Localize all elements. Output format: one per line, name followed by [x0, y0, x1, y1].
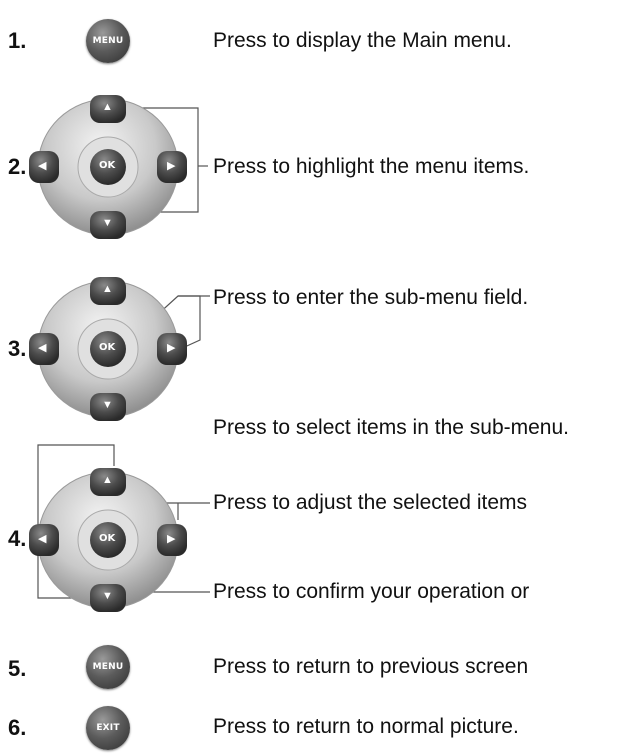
- step-4-adjust-text: Press to adjust the selected items: [213, 491, 527, 514]
- up-arrow-icon[interactable]: ▲: [102, 474, 113, 486]
- step-2-text: Press to highlight the menu items.: [213, 155, 530, 178]
- ok-button[interactable]: OK: [99, 533, 116, 544]
- up-arrow-icon[interactable]: ▲: [102, 101, 113, 113]
- step-6-text: Press to return to normal picture.: [213, 715, 519, 738]
- down-arrow-icon[interactable]: ▼: [102, 590, 113, 602]
- down-arrow-icon[interactable]: ▼: [102, 217, 113, 229]
- dpad-step-4: ▲ ▼ ◀ ▶ OK: [27, 466, 189, 614]
- dpad-step-2: ▲ ▼ ◀ ▶ OK: [27, 93, 189, 241]
- step-1-number: 1.: [8, 28, 27, 53]
- step-6-number: 6.: [8, 715, 27, 740]
- step-2-number: 2.: [8, 154, 27, 179]
- menu-button[interactable]: MENU: [86, 19, 130, 63]
- right-arrow-icon[interactable]: ▶: [167, 160, 176, 172]
- right-arrow-icon[interactable]: ▶: [167, 533, 176, 545]
- left-arrow-icon[interactable]: ◀: [38, 160, 47, 172]
- exit-button[interactable]: EXIT: [86, 706, 130, 750]
- left-arrow-icon[interactable]: ◀: [38, 342, 47, 354]
- step-4-number: 4.: [8, 526, 27, 551]
- step-5-number: 5.: [8, 656, 27, 681]
- step-1-text: Press to display the Main menu.: [213, 29, 512, 52]
- ok-button[interactable]: OK: [99, 160, 116, 171]
- menu-button-return[interactable]: MENU: [86, 645, 130, 689]
- right-arrow-icon[interactable]: ▶: [167, 342, 176, 354]
- dpad-step-3: ▲ ▼ ◀ ▶ OK: [27, 275, 189, 423]
- step-3-text: Press to enter the sub-menu field.: [213, 286, 529, 309]
- ok-button[interactable]: OK: [99, 342, 116, 353]
- down-arrow-icon[interactable]: ▼: [102, 399, 113, 411]
- up-arrow-icon[interactable]: ▲: [102, 283, 113, 295]
- left-arrow-icon[interactable]: ◀: [38, 533, 47, 545]
- step-4-confirm-text: Press to confirm your operation or: [213, 580, 530, 603]
- step-5-text: Press to return to previous screen: [213, 655, 529, 678]
- step-3-number: 3.: [8, 336, 27, 361]
- step-4-select-text: Press to select items in the sub-menu.: [213, 416, 569, 439]
